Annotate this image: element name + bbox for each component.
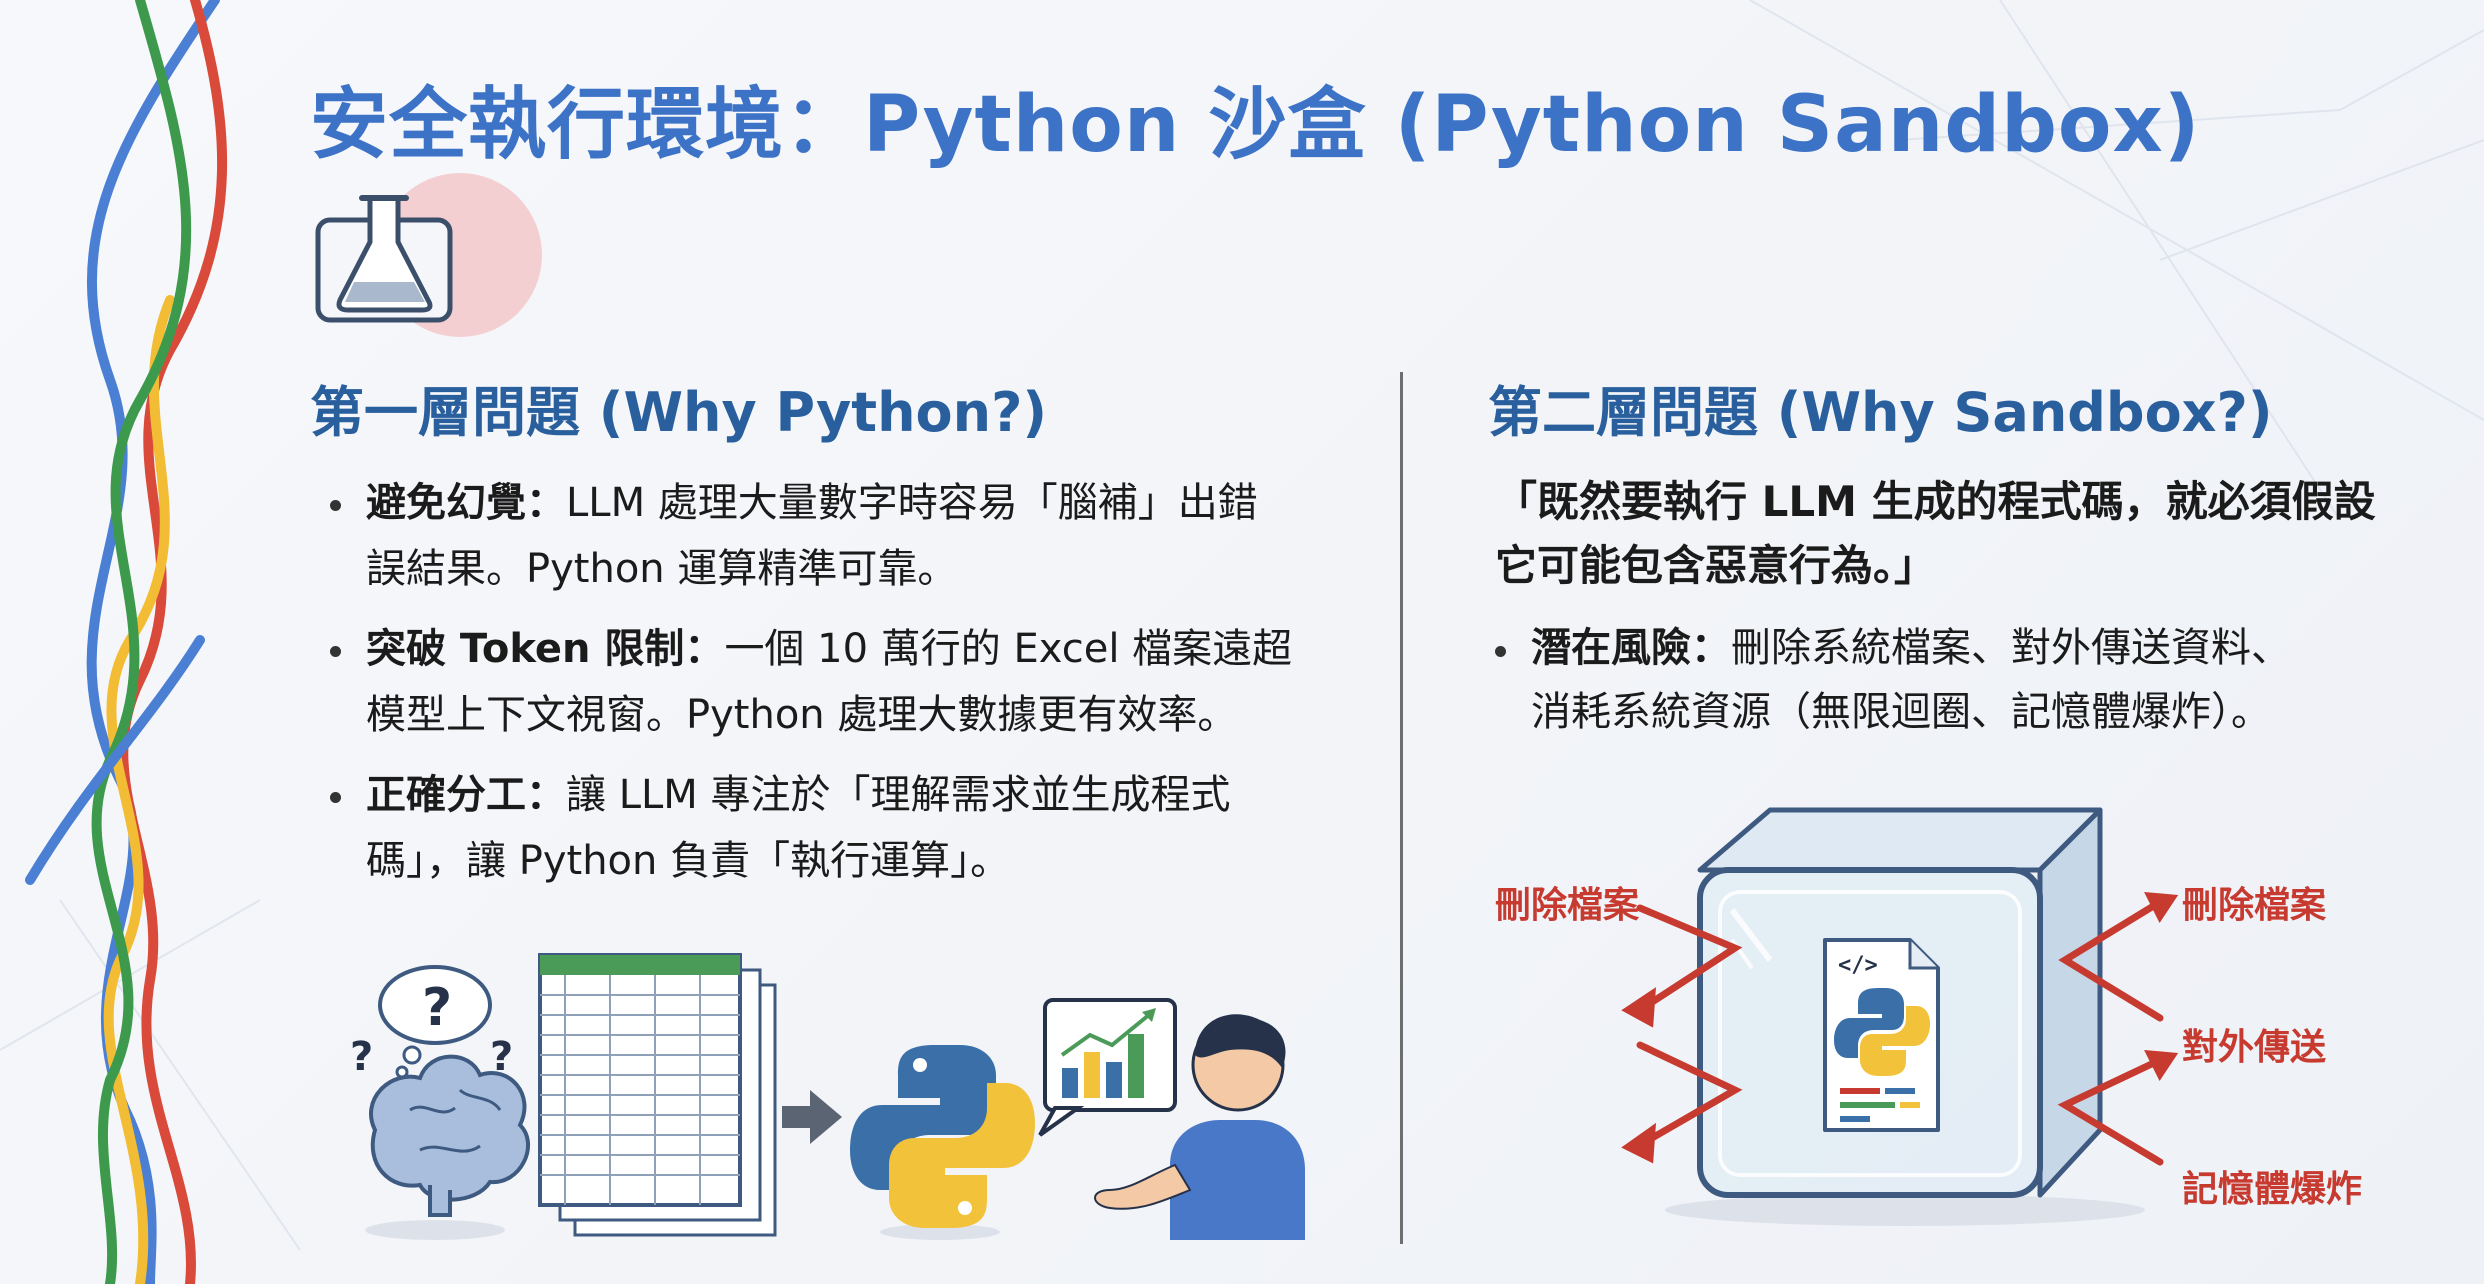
sandbox-quote: 「既然要執行 LLM 生成的程式碼，就必須假設 它可能包含惡意行為。」 [1495, 470, 2395, 598]
ribbon-decoration [86, 0, 228, 1284]
quote-line: 「既然要執行 LLM 生成的程式碼，就必須假設 [1495, 477, 2376, 526]
threat-label-exfiltration: 對外傳送 [2182, 1027, 2327, 1068]
bullet-text: 誤結果。Python 運算精準可靠。 [366, 546, 958, 592]
svg-text:?: ? [490, 1034, 513, 1080]
python-logo-icon [850, 1045, 1035, 1240]
section-heading-why-python: 第一層問題 (Why Python?) [310, 381, 1048, 444]
bullet-text: LLM 處理大量數字時容易「腦補」出錯 [566, 480, 1258, 526]
column-divider [1400, 372, 1403, 1244]
why-python-list: 避免幻覺：LLM 處理大量數字時容易「腦補」出錯 誤結果。Python 運算精準… [330, 470, 1310, 908]
threat-label-memory-explosion: 記憶體爆炸 [2182, 1169, 2363, 1210]
bullet-label: 避免幻覺： [366, 480, 566, 526]
header-icon-group [310, 170, 550, 340]
bullet-label: 潛在風險： [1531, 625, 1731, 671]
sandbox-illustration: </> [1621, 807, 2179, 1226]
flask-icon [315, 173, 542, 337]
bullet-label: 正確分工： [366, 772, 566, 818]
svg-text:?: ? [422, 978, 452, 1038]
spreadsheet-icon [538, 953, 777, 1237]
bullet-text: 模型上下文視窗。Python 處理大數據更有效率。 [366, 692, 1238, 738]
bar-chart-icon [1038, 998, 1177, 1137]
bullet-text: 消耗系統資源（無限迴圈、記憶體爆炸）。 [1531, 689, 2271, 735]
person-icon [1094, 1014, 1305, 1240]
bullet-text: 一個 10 萬行的 Excel 檔案遠超 [724, 626, 1293, 672]
bullet-label: 突破 Token 限制： [366, 626, 725, 672]
bullet-text: 碼」，讓 Python 負責「執行運算」。 [366, 838, 1011, 884]
bullet-text: 刪除系統檔案、對外傳送資料、 [1731, 625, 2291, 671]
risk-list: 潛在風險：刪除系統檔案、對外傳送資料、 消耗系統資源（無限迴圈、記憶體爆炸）。 [1495, 616, 2375, 744]
red-arrow-icon [1621, 891, 2179, 1166]
threat-label-delete-files-left: 刪除檔案 [1495, 885, 1640, 926]
workflow-illustration: ? ? ? [350, 953, 1305, 1240]
threat-label-delete-files-right: 刪除檔案 [2182, 885, 2327, 926]
code-file-icon: </> [1823, 938, 1940, 1132]
arrow-right-icon [782, 1090, 842, 1144]
list-item: 突破 Token 限制：一個 10 萬行的 Excel 檔案遠超 模型上下文視窗… [330, 616, 1310, 748]
svg-text:</>: </> [1838, 953, 1878, 978]
list-item: 避免幻覺：LLM 處理大量數字時容易「腦補」出錯 誤結果。Python 運算精準… [330, 470, 1310, 602]
list-item: 正確分工：讓 LLM 專注於「理解需求並生成程式 碼」，讓 Python 負責「… [330, 762, 1310, 894]
bullet-text: 讓 LLM 專注於「理解需求並生成程式 [566, 772, 1231, 818]
brain-question-icon: ? ? ? [350, 965, 531, 1240]
quote-line: 它可能包含惡意行為。」 [1495, 541, 1937, 590]
svg-text:?: ? [350, 1034, 373, 1080]
list-item: 潛在風險：刪除系統檔案、對外傳送資料、 消耗系統資源（無限迴圈、記憶體爆炸）。 [1495, 616, 2375, 744]
page-title: 安全執行環境：Python 沙盒 (Python Sandbox) [310, 80, 2201, 170]
section-heading-why-sandbox: 第二層問題 (Why Sandbox?) [1488, 381, 2273, 444]
